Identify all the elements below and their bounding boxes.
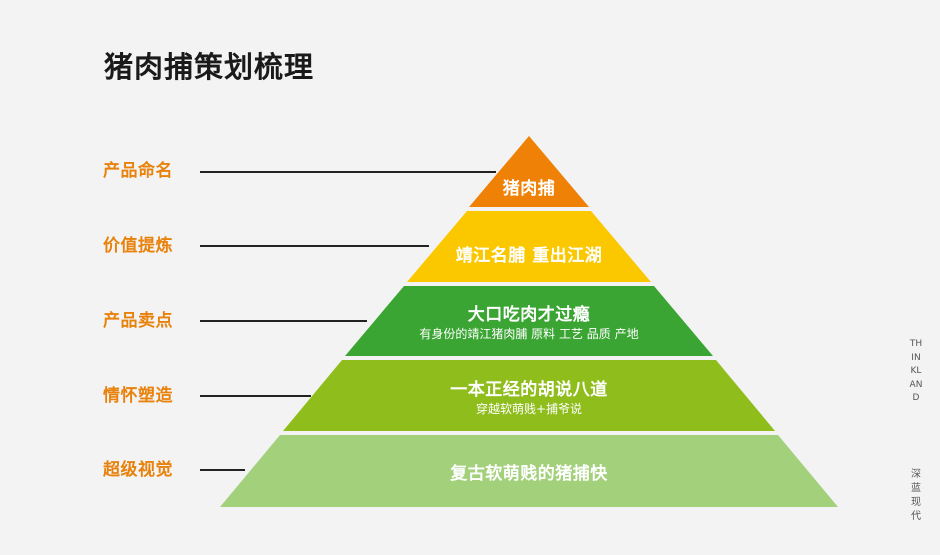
label-product-naming: 产品命名 xyxy=(103,161,173,181)
brand-wordmark-chinese: 深蓝现代 xyxy=(911,469,921,522)
pyramid-layer-4-title: 一本正经的胡说八道 xyxy=(450,380,608,400)
leader-line-1 xyxy=(200,171,496,173)
pyramid-layer-2-title: 靖江名脯 重出江湖 xyxy=(455,246,603,266)
leader-line-3 xyxy=(200,320,367,322)
pyramid-layer-3-title: 大口吃肉才过瘾 xyxy=(467,305,591,325)
pyramid-layer-5-shape xyxy=(220,435,838,507)
pyramid-layer-3-subtitle: 有身份的靖江猪肉脯 原料 工艺 品质 产地 xyxy=(419,327,639,341)
brand-wordmark-english: THINKLAND xyxy=(909,339,923,403)
label-selling-points: 产品卖点 xyxy=(103,311,173,331)
pyramid-layer-1-shape xyxy=(469,136,589,207)
pyramid-layer-3-shape xyxy=(345,286,713,356)
pyramid-layer-5-title: 复古软萌贱的猪捕快 xyxy=(450,464,608,484)
label-value-extraction: 价值提炼 xyxy=(103,236,173,256)
leader-line-5 xyxy=(200,469,245,471)
pyramid-layer-4-shape xyxy=(283,360,775,431)
leader-line-4 xyxy=(200,395,311,397)
leader-line-2 xyxy=(200,245,429,247)
label-super-visual: 超级视觉 xyxy=(103,460,173,480)
pyramid-layer-2-shape xyxy=(407,211,651,282)
pyramid-layer-1-title: 猪肉捕 xyxy=(502,179,556,199)
label-sentiment: 情怀塑造 xyxy=(103,386,173,406)
pyramid-layer-4-subtitle: 穿越软萌贱+捕爷说 xyxy=(475,402,583,416)
page-title: 猪肉捕策划梳理 xyxy=(104,50,315,84)
